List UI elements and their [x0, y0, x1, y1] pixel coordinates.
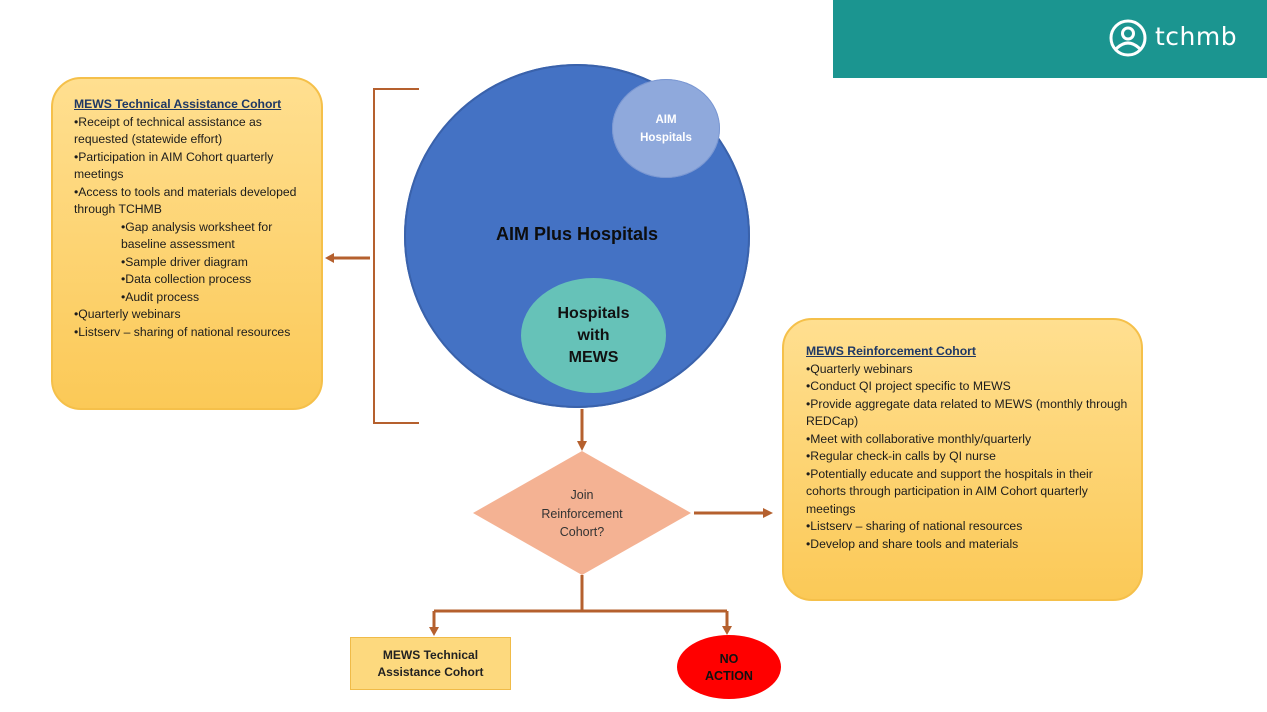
sub-list-item: •Data collection process [121, 272, 252, 286]
outcome-label: MEWS Technical Assistance Cohort [377, 647, 483, 681]
mews-label-line: with [577, 327, 610, 344]
left-bracket [373, 88, 419, 424]
decision-line: Cohort? [559, 525, 605, 539]
person-in-circle-icon [1109, 19, 1147, 57]
sub-list-item: •Gap analysis worksheet for baseline ass… [121, 219, 273, 252]
list-item: •Listserv – sharing of national resource… [806, 519, 1023, 533]
aim-hospitals-circle [612, 79, 720, 178]
aim-label-line: AIM [655, 114, 677, 126]
aim-plus-hospitals-label: AIM Plus Hospitals [495, 224, 659, 244]
brand-header-bar [833, 0, 1267, 78]
decision-label: Join Reinforcement Cohort? [520, 486, 644, 542]
list-item: •Develop and share tools and materials [806, 536, 1019, 551]
technical-assistance-panel: MEWS Technical Assistance Cohort •Receip… [51, 77, 323, 410]
no-action-label: NO ACTION [678, 651, 780, 685]
list-item: •Receipt of technical assistance as requ… [74, 114, 262, 147]
decision-line: Join [570, 488, 594, 502]
list-item: •Participation in AIM Cohort quarterly m… [74, 149, 274, 182]
reinforcement-panel: MEWS Reinforcement Cohort •Quarterly web… [782, 318, 1143, 601]
arrowhead [722, 626, 732, 635]
list-item: •Provide aggregate data related to MEWS … [806, 396, 1128, 429]
list-item: •Regular check-in calls by QI nurse [806, 449, 996, 463]
list-item: •Access to tools and materials developed… [74, 184, 297, 217]
no-action-line: ACTION [705, 669, 753, 683]
no-action-oval [677, 635, 781, 699]
panel-list: •Quarterly webinars •Conduct QI project … [806, 361, 1133, 554]
list-item: •Quarterly webinars [74, 307, 181, 321]
arrowhead [325, 253, 334, 263]
aim-hospitals-label: AIM Hospitals [612, 111, 720, 147]
hospitals-with-mews-circle [521, 278, 666, 393]
sub-list-item: •Sample driver diagram [121, 254, 248, 269]
panel-title: MEWS Technical Assistance Cohort [74, 97, 282, 111]
aim-label-line: Hospitals [640, 132, 692, 144]
hospitals-with-mews-label: Hospitals with MEWS [521, 303, 666, 369]
no-action-line: NO [719, 652, 739, 666]
decision-line: Reinforcement [541, 506, 623, 521]
outcome-line: MEWS Technical [382, 647, 479, 662]
list-item: •Quarterly webinars [806, 361, 913, 376]
sub-list-item: •Audit process [121, 289, 200, 304]
list-item: •Potentially educate and support the hos… [806, 466, 1093, 516]
mews-label-line: MEWS [568, 349, 619, 366]
arrowhead [429, 627, 439, 636]
list-item: •Conduct QI project specific to MEWS [806, 379, 1011, 393]
list-item: •Listserv – sharing of national resource… [74, 324, 291, 339]
outcome-line: Assistance Cohort [377, 664, 484, 679]
arrowhead [577, 441, 587, 451]
panel-list: •Receipt of technical assistance as requ… [74, 114, 311, 342]
brand-name: tchmb [1155, 22, 1238, 51]
list-item: •Meet with collaborative monthly/quarter… [806, 431, 1032, 446]
technical-assistance-outcome-box: MEWS Technical Assistance Cohort [350, 637, 511, 690]
mews-label-line: Hospitals [557, 305, 630, 322]
panel-title: MEWS Reinforcement Cohort [806, 344, 976, 358]
decision-diamond [473, 451, 691, 575]
arrowhead [763, 508, 773, 518]
